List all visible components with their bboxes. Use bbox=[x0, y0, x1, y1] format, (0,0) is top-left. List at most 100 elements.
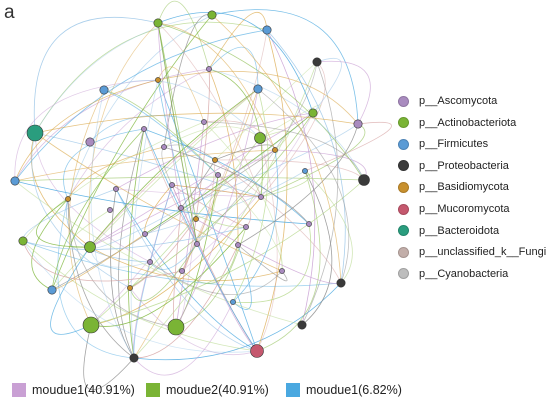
network-edge bbox=[51, 149, 276, 291]
network-edge bbox=[22, 240, 183, 282]
network-edge bbox=[31, 132, 131, 289]
network-edge bbox=[259, 104, 321, 139]
module-label: moudue1(40.91%) bbox=[32, 383, 135, 397]
network-node bbox=[26, 124, 44, 142]
network-edge bbox=[22, 240, 258, 353]
network-edge bbox=[157, 22, 182, 209]
network-edge bbox=[211, 14, 342, 284]
network-edge bbox=[260, 123, 366, 198]
network-edge bbox=[89, 88, 259, 248]
network-edge bbox=[51, 88, 259, 291]
legend-dot-icon bbox=[398, 95, 409, 107]
network-edge bbox=[214, 159, 365, 181]
legend-label: p__Basidiomycota bbox=[419, 181, 509, 194]
network-edge bbox=[14, 149, 276, 182]
network-node bbox=[272, 147, 278, 153]
network-edge bbox=[237, 123, 359, 246]
network-edge bbox=[163, 126, 261, 148]
network-edge bbox=[214, 61, 318, 161]
network-edge bbox=[157, 22, 197, 220]
network-edge bbox=[163, 146, 310, 225]
module-label: moudue2(40.91%) bbox=[166, 383, 269, 397]
network-node bbox=[127, 285, 133, 291]
network-edge bbox=[171, 184, 258, 352]
network-node bbox=[113, 186, 119, 192]
network-node bbox=[167, 318, 185, 336]
network-node bbox=[207, 10, 217, 20]
network-edge bbox=[171, 184, 262, 198]
network-node bbox=[10, 176, 20, 186]
network-edge bbox=[180, 207, 247, 228]
network-edge bbox=[208, 68, 365, 181]
module-item: moudue1(6.82%) bbox=[286, 381, 402, 399]
network-edge bbox=[67, 198, 177, 328]
legend-label: p__unclassified_k__Fungi bbox=[419, 246, 547, 259]
network-node bbox=[85, 137, 95, 147]
network-edge bbox=[304, 170, 353, 284]
network-edge bbox=[143, 128, 310, 225]
network-edge bbox=[266, 29, 346, 284]
network-edge bbox=[232, 149, 279, 303]
network-edge bbox=[90, 89, 135, 359]
network-edge bbox=[129, 112, 314, 289]
network-edge bbox=[143, 128, 258, 352]
network-node bbox=[147, 259, 153, 265]
network-edge bbox=[175, 226, 247, 328]
network-node bbox=[297, 320, 307, 330]
network-node bbox=[230, 299, 236, 305]
network-edge bbox=[110, 188, 135, 359]
legend-dot-icon bbox=[398, 246, 409, 258]
network-edge bbox=[89, 88, 259, 248]
network-edge bbox=[260, 61, 326, 198]
legend-label: p__Mucoromycota bbox=[419, 203, 510, 215]
network-edge bbox=[14, 68, 210, 182]
network-edge bbox=[30, 132, 91, 248]
legend-item: p__Bacteroidota bbox=[398, 223, 499, 239]
network-node bbox=[253, 84, 263, 94]
network-node bbox=[201, 119, 207, 125]
legend-dot-icon bbox=[398, 203, 409, 215]
network-edge bbox=[144, 170, 306, 235]
network-edge bbox=[256, 29, 288, 352]
network-edge bbox=[129, 243, 198, 302]
legend-item: p__Firmicutes bbox=[398, 136, 488, 152]
network-edge bbox=[149, 243, 198, 270]
network-node bbox=[194, 241, 200, 247]
network-edge bbox=[128, 128, 145, 359]
network-edge bbox=[115, 112, 314, 190]
network-node bbox=[155, 77, 161, 83]
module-swatch bbox=[286, 383, 300, 397]
network-edge bbox=[115, 188, 258, 352]
network-node bbox=[262, 25, 272, 35]
network-node bbox=[99, 85, 109, 95]
network-node bbox=[312, 57, 322, 67]
legend-dot-icon bbox=[398, 225, 409, 237]
legend-label: p__Actinobacteriota bbox=[419, 116, 517, 129]
legend-item: p__unclassified_k__Fungi bbox=[398, 244, 546, 260]
network-edge bbox=[129, 218, 197, 289]
network-node bbox=[18, 236, 28, 246]
network-edge bbox=[149, 261, 283, 296]
network-edge bbox=[208, 68, 239, 246]
module-item: moudue2(40.91%) bbox=[146, 381, 269, 399]
network-edge bbox=[217, 174, 283, 272]
legend-label: p__Proteobacteria bbox=[419, 159, 509, 172]
network-edge bbox=[259, 130, 289, 151]
network-node bbox=[206, 66, 212, 72]
network-node bbox=[302, 168, 308, 174]
network-edge bbox=[208, 68, 263, 198]
network-edge bbox=[83, 324, 135, 391]
network-node bbox=[308, 108, 318, 118]
network-edge bbox=[304, 121, 392, 172]
network-node bbox=[336, 278, 346, 288]
module-swatch bbox=[146, 383, 160, 397]
legend-label: p__Firmicutes bbox=[419, 138, 489, 151]
network-edge bbox=[175, 88, 259, 328]
network-edge bbox=[34, 21, 268, 134]
network-edge bbox=[157, 22, 198, 245]
network-edge bbox=[33, 16, 159, 134]
network-edge bbox=[89, 246, 283, 282]
network-edge bbox=[115, 188, 258, 352]
legend-dot-icon bbox=[398, 181, 409, 193]
network-edge bbox=[217, 174, 251, 228]
